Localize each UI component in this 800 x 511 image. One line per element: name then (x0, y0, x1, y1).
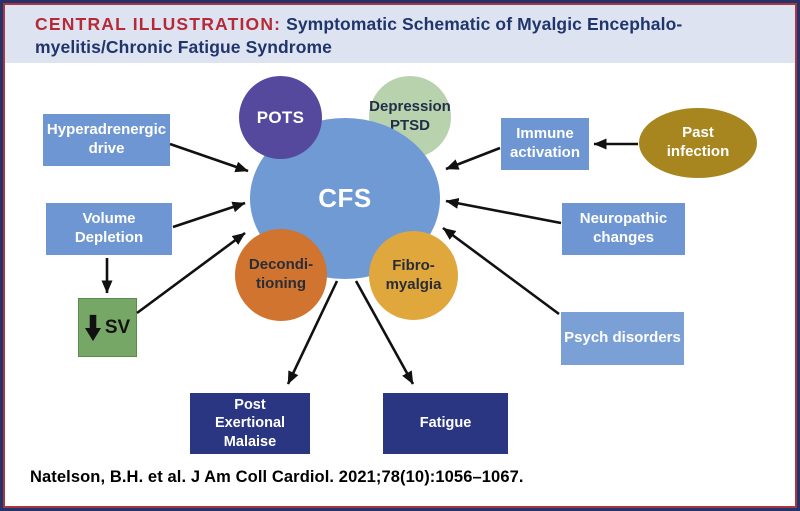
node-hyperadrenergic-drive: Hyperadrenergic drive (43, 114, 170, 166)
node-label: PTSD (389, 117, 430, 134)
node-psych-disorders: Psych disorders (561, 312, 684, 365)
arrow-hyperadrenergic-to-cfs (169, 142, 249, 173)
node-label: Exertional (214, 415, 286, 432)
node-label: Immune (516, 125, 574, 143)
node-label: changes (593, 229, 654, 246)
node-pots: POTS (239, 76, 322, 159)
node-label: Past (682, 124, 714, 142)
title-bar: CENTRAL ILLUSTRATION: Symptomatic Schema… (5, 5, 795, 63)
down-arrow-icon (84, 314, 101, 341)
node-label: drive (88, 140, 125, 157)
node-label: tioning (256, 275, 306, 292)
node-label: Depression (369, 98, 451, 116)
node-immune-activation: Immune activation (501, 118, 589, 170)
node-label: Neuropathic (579, 210, 668, 228)
citation: Natelson, B.H. et al. J Am Coll Cardiol.… (30, 468, 524, 486)
node-label: Hyperadrenergic (46, 121, 167, 139)
node-fatigue: Fatigue (383, 393, 508, 454)
node-neuropathic-changes: Neuropathic changes (562, 203, 685, 255)
node-label: Fatigue (419, 415, 472, 432)
node-label: Malaise (223, 433, 277, 450)
title-label: CENTRAL ILLUSTRATION: (35, 14, 282, 34)
node-label: Decondi- (248, 256, 314, 274)
title-line2: myelitis/Chronic Fatigue Syndrome (35, 37, 332, 57)
title-line1: Symptomatic Schematic of Myalgic Encepha… (286, 14, 683, 34)
node-post-exertional-malaise: Post Exertional Malaise (190, 393, 310, 454)
arrow-neuropathic-to-cfs (445, 197, 562, 225)
node-label: myalgia (385, 275, 442, 293)
node-label: Psych disorders (564, 329, 681, 347)
node-label: activation (509, 144, 581, 161)
node-label: POTS (256, 107, 305, 127)
node-fibromyalgia: Fibro- myalgia (369, 231, 458, 320)
node-label: Depletion (74, 229, 144, 246)
node-label: infection (666, 143, 730, 160)
node-label: Post (234, 397, 266, 414)
arrow-immune-to-cfs (445, 146, 501, 171)
arrow-volume-to-cfs (172, 201, 246, 229)
node-deconditioning: Decondi- tioning (235, 229, 327, 321)
node-label: Volume (82, 210, 136, 228)
node-sv: SV (78, 298, 137, 357)
node-volume-depletion: Volume Depletion (46, 203, 172, 255)
node-label: CFS (318, 183, 372, 214)
node-label: Fibro- (392, 256, 435, 274)
node-past-infection: Past infection (639, 108, 757, 178)
arrow-psych-to-cfs (442, 226, 560, 316)
node-label: SV (104, 316, 131, 338)
